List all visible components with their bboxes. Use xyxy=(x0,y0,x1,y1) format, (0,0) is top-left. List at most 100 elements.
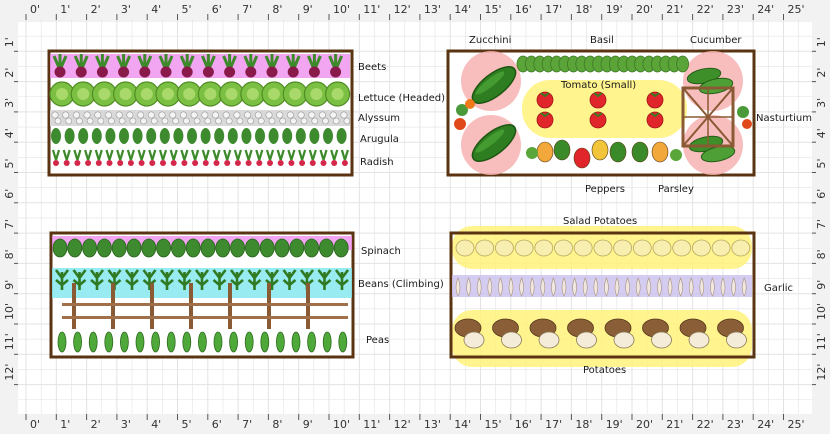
ruler-tick-label: 24' xyxy=(757,418,774,431)
spinach-plant xyxy=(318,238,334,258)
ruler-tick-label: 7' xyxy=(242,3,252,16)
arugula-plant xyxy=(214,128,225,144)
ruler-tick-label: 9' xyxy=(3,280,16,290)
garlic-bulb xyxy=(604,277,609,297)
lettuce-plant xyxy=(112,81,139,107)
ruler-tick-label: 8' xyxy=(3,249,16,259)
beet-plant xyxy=(243,54,259,78)
pea-plant xyxy=(57,331,67,353)
spinach-plant xyxy=(185,238,201,258)
alyssum-plant xyxy=(147,111,158,125)
bed-top-right[interactable] xyxy=(446,49,756,177)
spinach-plant xyxy=(111,238,127,258)
salad-potato xyxy=(494,239,514,257)
tomato-band xyxy=(522,80,687,138)
radish-plant xyxy=(191,149,200,166)
ruler-tick-label: 20' xyxy=(636,3,653,16)
garlic-bulb xyxy=(688,277,694,297)
ruler-tick-label: 23' xyxy=(727,3,744,16)
garlic-bulb xyxy=(720,277,726,297)
fence-rail xyxy=(62,316,348,319)
arugula-plant xyxy=(200,128,211,144)
radish-plant xyxy=(233,149,242,166)
alyssum-plant xyxy=(222,111,233,125)
ruler-tick-label: 17' xyxy=(545,3,562,16)
radish-plant xyxy=(244,149,253,166)
arugula-plant xyxy=(268,128,279,144)
bed-top-left[interactable] xyxy=(47,49,354,177)
spinach-plant xyxy=(274,238,290,258)
lettuce-plant xyxy=(325,81,351,107)
bed-bottom-left[interactable] xyxy=(49,231,355,359)
alyssum-plant xyxy=(105,111,115,125)
garlic-row xyxy=(455,277,747,297)
salad-potato xyxy=(534,239,554,257)
radish-plant xyxy=(265,149,275,166)
garlic-bulb xyxy=(741,277,747,297)
spinach-plant xyxy=(82,238,97,258)
bean-plant xyxy=(54,269,70,290)
pepper-fruit xyxy=(591,139,609,161)
pepper-row xyxy=(536,139,669,169)
pea-plant xyxy=(322,331,332,353)
spinach-plant xyxy=(244,238,260,258)
garlic-bulb xyxy=(710,277,715,297)
spinach-plant xyxy=(200,238,216,258)
ruler-tick-label: 11' xyxy=(815,333,828,350)
ruler-tick-label: 11' xyxy=(363,3,380,16)
alyssum-plant xyxy=(94,111,105,125)
ruler-tick-label: 11' xyxy=(363,418,380,431)
ruler-tick-label: 23' xyxy=(727,418,744,431)
garlic-bulb xyxy=(455,277,461,297)
ruler-tick-label: 2' xyxy=(3,68,16,78)
spinach-row xyxy=(52,238,349,258)
radish-plant xyxy=(287,149,296,166)
lettuce-plant xyxy=(261,81,287,107)
label-tomato: Tomato (Small) xyxy=(560,80,636,91)
alyssum-plant xyxy=(72,111,83,125)
ruler-tick-label: 19' xyxy=(606,418,623,431)
potato xyxy=(529,318,560,349)
ruler-tick-label: 10' xyxy=(815,303,828,320)
label-potatoes: Potatoes xyxy=(583,365,626,376)
alyssum-plant xyxy=(329,111,340,125)
ruler-tick-label: 15' xyxy=(485,3,502,16)
ruler-tick-label: 19' xyxy=(606,3,623,16)
spinach-plant xyxy=(304,238,320,258)
lettuce-plant xyxy=(303,81,329,107)
radish-plant xyxy=(148,149,157,166)
pea-plant xyxy=(104,331,114,353)
beet-plant xyxy=(179,54,195,78)
arugula-plant xyxy=(51,128,61,144)
label-cucumber: Cucumber xyxy=(690,35,742,46)
ruler-tick-label: 3' xyxy=(815,98,828,108)
radish-plant xyxy=(255,149,264,166)
spinach-plant xyxy=(52,238,68,258)
radish-plant xyxy=(169,149,178,166)
pea-plant xyxy=(88,331,98,353)
arugula-plant xyxy=(227,128,238,144)
salad-potato xyxy=(731,239,751,257)
basil-row xyxy=(516,55,689,73)
radish-plant xyxy=(51,149,61,166)
ruler-tick-label: 14' xyxy=(454,418,471,431)
ruler-tick-label: 8' xyxy=(272,3,282,16)
pea-plant xyxy=(135,331,145,353)
arugula-plant xyxy=(132,128,143,144)
salad-potato-row xyxy=(455,239,751,257)
label-basil: Basil xyxy=(590,35,614,46)
spinach-plant xyxy=(259,238,275,258)
ruler-tick-label: 1' xyxy=(815,37,828,47)
bed-bottom-right[interactable] xyxy=(449,226,756,367)
arugula-plant xyxy=(173,128,184,144)
cucumber-plant xyxy=(686,67,734,95)
ruler-tick-label: 10' xyxy=(333,418,350,431)
lettuce-plant xyxy=(219,81,245,107)
alyssum-plant xyxy=(169,111,179,125)
potato xyxy=(604,318,635,349)
salad-potato xyxy=(593,239,613,257)
potato xyxy=(642,318,672,349)
spinach-plant xyxy=(67,238,83,258)
ruler-tick-label: 3' xyxy=(3,98,16,108)
lettuce-plant xyxy=(176,81,202,107)
